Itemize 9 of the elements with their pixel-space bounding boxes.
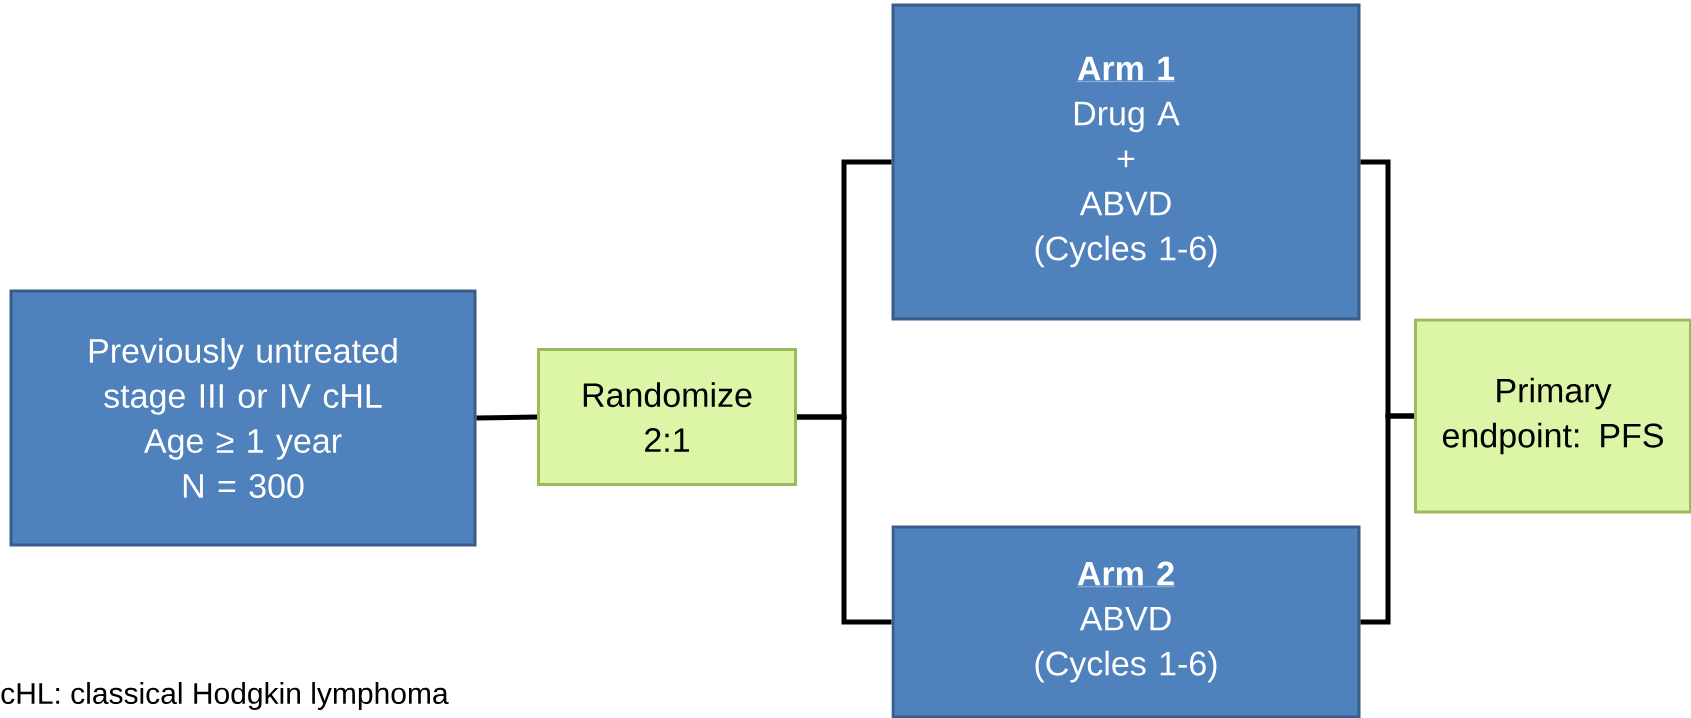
footnote: cHL: classical Hodgkin lymphoma	[1, 682, 449, 710]
connector-line	[797, 414, 892, 625]
connector-line	[1360, 413, 1414, 625]
process-box: Arm 2 ABVD (Cycles 1-6)	[891, 525, 1361, 718]
decision-box: Randomize 2:1	[537, 348, 797, 486]
decision-box: Primary endpoint: PFS	[1414, 318, 1691, 514]
connector-line	[476, 414, 538, 421]
process-box: Arm 1 Drug A + ABVD (Cycles 1-6)	[891, 3, 1361, 321]
process-box: Previously untreated stage III or IV cHL Age ≥ 1 year N = 300	[9, 289, 477, 547]
